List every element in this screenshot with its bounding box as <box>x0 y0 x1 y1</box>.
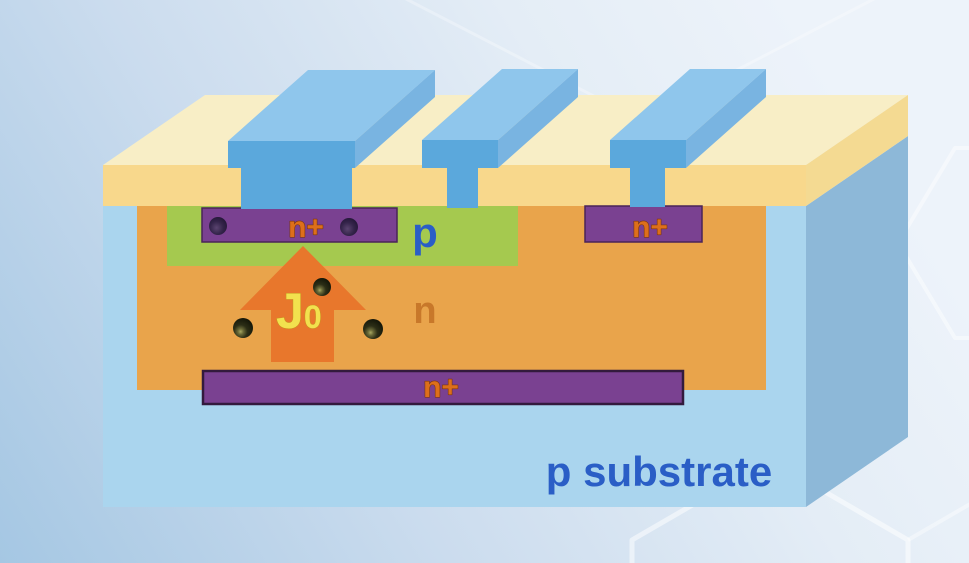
n-plus-emitter-label: n+ <box>288 211 324 244</box>
n-plus-buried-layer <box>201 369 685 406</box>
contact-middle-side-face <box>498 69 578 168</box>
contact-middle-stem <box>447 167 478 208</box>
substrate-side-face <box>806 136 908 507</box>
electron-dot <box>313 278 331 296</box>
oxide-side-face <box>806 95 908 206</box>
doped-regions <box>137 205 766 406</box>
contact-left-stem <box>241 167 352 209</box>
current-density-subscript: 0 <box>304 299 322 335</box>
electron-dot <box>363 319 383 339</box>
electron-dot <box>209 217 227 235</box>
contact-right-stem <box>630 167 665 207</box>
electron-carriers <box>209 217 383 339</box>
n-plus-buried-label: n+ <box>423 371 459 404</box>
contact-right-top-face <box>610 69 766 140</box>
bg-hexagon-edge <box>906 502 969 542</box>
n-region-label: n <box>413 290 436 332</box>
current-density-label: J0 <box>276 283 322 339</box>
current-density-symbol: J <box>276 283 304 339</box>
electron-dot <box>340 218 358 236</box>
n-plus-emitter-region <box>201 207 398 243</box>
metal-contacts <box>228 69 766 209</box>
contact-middle-front-face <box>422 140 498 168</box>
contact-left-side-face <box>355 70 435 168</box>
contact-right-side-face <box>686 69 766 168</box>
electron-dot <box>233 318 253 338</box>
n-plus-contact-label: n+ <box>632 211 668 244</box>
p-well-label: p <box>412 209 438 256</box>
metal-contact-right <box>610 69 766 207</box>
region-labels: n+ p n+ n J0 n+ p substrate <box>276 209 773 495</box>
contact-left-front-face <box>228 141 355 168</box>
contact-right-front-face <box>610 140 686 168</box>
n-plus-contact-region <box>584 205 703 243</box>
contact-left-top-face <box>228 70 435 141</box>
metal-contact-left <box>228 70 435 209</box>
metal-contact-middle <box>422 69 578 208</box>
contact-middle-top-face <box>422 69 578 140</box>
current-arrow-up <box>240 246 366 362</box>
substrate-label: p substrate <box>546 448 772 495</box>
